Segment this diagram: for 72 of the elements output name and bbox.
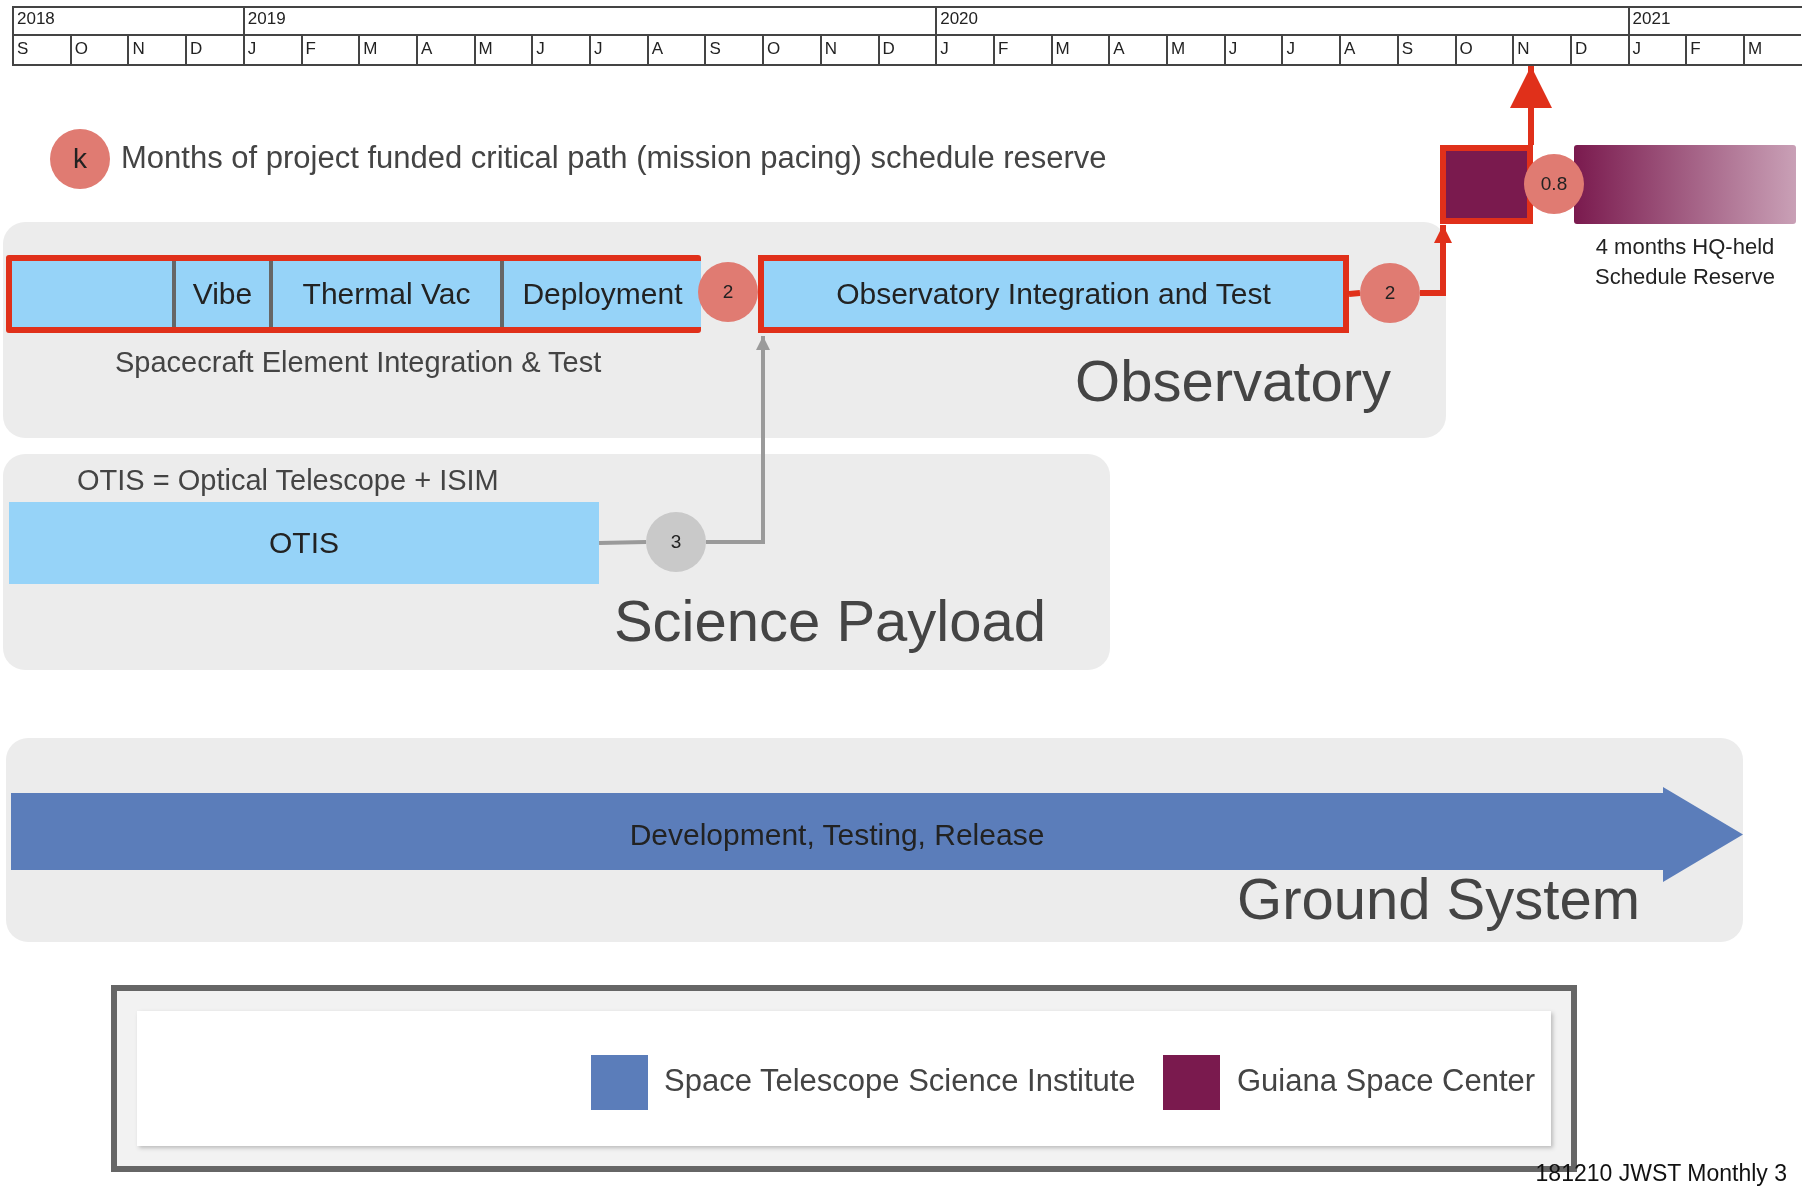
month-cell: M	[1050, 36, 1109, 66]
month-cell: N	[1512, 36, 1570, 66]
month-cell: O	[69, 36, 128, 66]
arrow	[1420, 225, 1452, 296]
footer-note: 181210 JWST Monthly 3	[1535, 1160, 1787, 1187]
month-cell: F	[1685, 36, 1743, 66]
month-cell: F	[300, 36, 359, 66]
legend-text: Guiana Space Center	[1237, 1063, 1536, 1099]
month-cell: A	[1339, 36, 1397, 66]
legend-text: Months of project funded critical path (mission pacing) schedule reserve	[121, 140, 1107, 176]
month-cell: S	[704, 36, 763, 66]
bar-caption: 4 months HQ-held Schedule Reserve	[1594, 233, 1776, 291]
month-cell: J	[935, 36, 993, 66]
month-cell: N	[127, 36, 186, 66]
bar-label: Development, Testing, Release	[629, 817, 1045, 852]
reserve-circle	[646, 512, 706, 572]
reserve-circle	[698, 262, 758, 322]
arrow	[706, 336, 770, 544]
month-cell: A	[415, 36, 474, 66]
reserve-number: 2	[1384, 282, 1396, 304]
month-cell: S	[1396, 36, 1455, 66]
month-cell: J	[1223, 36, 1282, 66]
month-cell: J	[1281, 36, 1340, 66]
month-cell: O	[762, 36, 820, 66]
reserve-number: 3	[670, 531, 682, 553]
month-cell: A	[646, 36, 705, 66]
connector-line	[1348, 290, 1361, 297]
month-cell: F	[992, 36, 1051, 66]
year-cell: 2021	[1627, 6, 1801, 36]
lane-title: Observatory	[1075, 348, 1391, 414]
year-cell: 2020	[935, 6, 1628, 36]
month-cell: A	[1108, 36, 1166, 66]
task-bar	[758, 255, 1349, 333]
month-cell: D	[185, 36, 243, 66]
task-bar	[1440, 145, 1533, 224]
reserve-number: 2	[722, 281, 734, 303]
month-cell: M	[1166, 36, 1224, 66]
swimlane-band	[3, 454, 1110, 670]
task-bar	[6, 255, 701, 333]
year-cell: 2019	[242, 6, 936, 36]
swimlane-band	[3, 222, 1446, 438]
month-cell: M	[473, 36, 532, 66]
month-cell: M	[358, 36, 416, 66]
month-cell: D	[1569, 36, 1628, 66]
bar-label: Deployment	[522, 277, 683, 311]
month-cell: J	[531, 36, 589, 66]
reserve-number: 0.8	[1540, 173, 1568, 195]
year-cell: 2018	[12, 6, 243, 36]
lane-title: Science Payload	[613, 588, 1046, 654]
reserve-circle	[1360, 263, 1420, 323]
bar-caption: OTIS = Optical Telescope + ISIM	[77, 464, 499, 497]
month-cell: M	[1743, 36, 1801, 66]
bar-label: Observatory Integration and Test	[836, 277, 1271, 311]
lane-title: Ground System	[1237, 866, 1640, 932]
month-cell: J	[589, 36, 647, 66]
bar-caption: Spacecraft Element Integration & Test	[115, 346, 602, 379]
bar-label: Thermal Vac	[302, 277, 471, 311]
month-cell: O	[1454, 36, 1513, 66]
task-bar	[9, 502, 599, 584]
arrow	[1510, 66, 1552, 145]
month-cell: J	[1627, 36, 1686, 66]
month-cell: J	[242, 36, 301, 66]
month-cell: N	[819, 36, 878, 66]
legend-text: Space Telescope Science Institute	[664, 1063, 1136, 1099]
bar-label: Vibe	[192, 277, 253, 311]
reserve-bar	[1574, 145, 1796, 224]
month-cell: S	[12, 36, 70, 66]
bar-label: OTIS	[269, 526, 339, 560]
key-circle: k	[50, 129, 110, 189]
swimlane-band	[6, 738, 1743, 942]
month-cell: D	[877, 36, 936, 66]
connector-line	[598, 540, 647, 545]
